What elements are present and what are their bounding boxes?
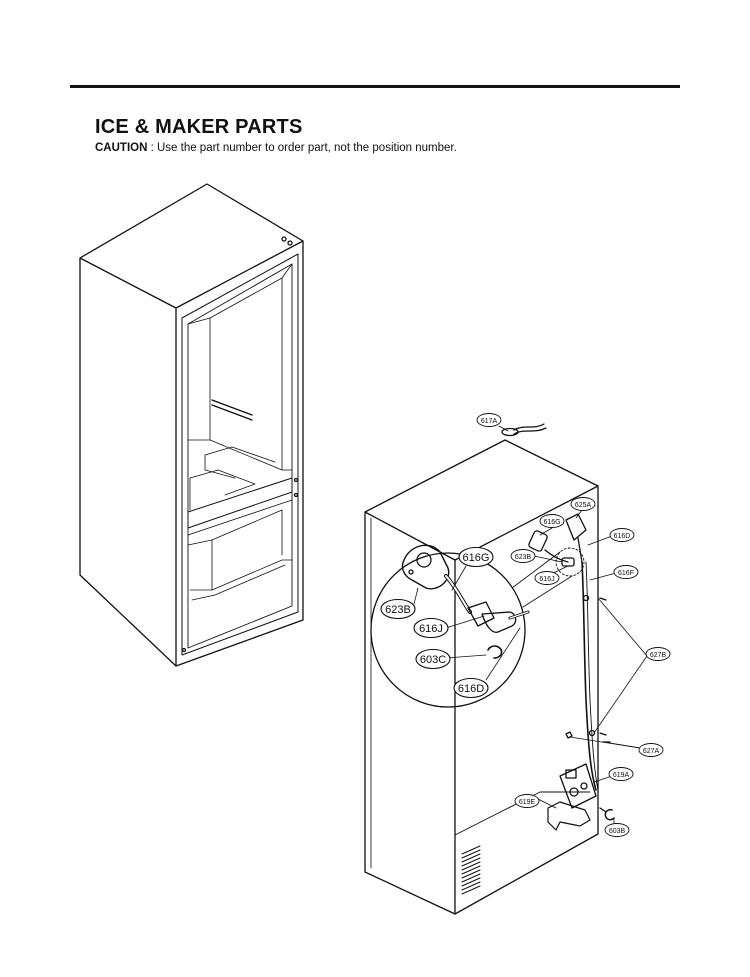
header-rule <box>70 85 680 88</box>
callout-627A: 627A <box>643 748 660 755</box>
callout-619A: 619A <box>613 772 630 779</box>
callout-616D-large: 616D <box>458 683 484 695</box>
detail-zoom-circle <box>370 544 573 708</box>
callout-603C-large: 603C <box>420 654 446 666</box>
caution-text: : Use the part number to order part, not… <box>147 142 457 154</box>
callout-616G-small: 616G <box>543 519 560 526</box>
callout-616G-large: 616G <box>463 552 490 564</box>
callout-625A: 625A <box>575 502 592 509</box>
callout-627B: 627B <box>650 652 667 659</box>
front-cabinet-drawing <box>79 183 304 667</box>
callout-616D-small: 616D <box>614 533 631 540</box>
callout-617A: 617A <box>481 418 498 425</box>
rear-grille-vent <box>461 845 481 895</box>
callout-623B-large: 623B <box>385 604 411 616</box>
callout-616J-large: 616J <box>419 623 443 635</box>
page-title: ICE & MAKER PARTS <box>95 116 303 138</box>
caution-note: CAUTION : Use the part number to order p… <box>95 142 457 154</box>
callout-616F: 616F <box>618 570 634 577</box>
caution-label: CAUTION <box>95 142 148 154</box>
rear-cabinet-drawing <box>364 423 615 915</box>
callout-ovals <box>380 413 671 837</box>
callout-623B-small: 623B <box>515 554 532 561</box>
callout-619E: 619E <box>519 799 536 806</box>
callout-616J-small: 616J <box>539 576 554 583</box>
callout-603B: 603B <box>609 828 626 835</box>
callout-leaders <box>413 425 648 827</box>
